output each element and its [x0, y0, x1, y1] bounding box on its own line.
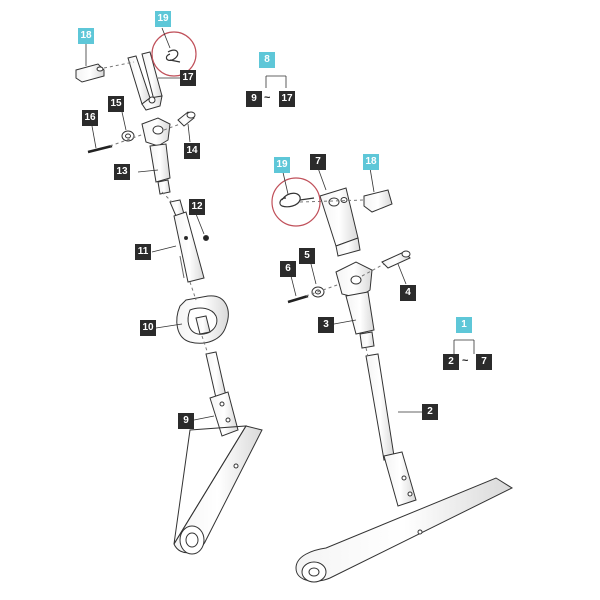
- group8-separator: ~: [264, 92, 271, 104]
- callout-18-right: 18: [363, 154, 379, 170]
- highlight-circle-right: [271, 177, 321, 227]
- yoke-right: [319, 187, 361, 257]
- pin-right: [381, 250, 411, 269]
- callout-5: 5: [299, 248, 315, 264]
- tube-right: [365, 353, 417, 507]
- callout-4: 4: [400, 285, 416, 301]
- callout-17: 17: [180, 70, 196, 86]
- highlight-circle-left: [151, 31, 197, 77]
- left-axis-lines: [103, 61, 209, 355]
- group1-separator: ~: [462, 355, 469, 367]
- callout-9: 9: [178, 413, 194, 429]
- callout-2: 2: [422, 404, 438, 420]
- callout-6: 6: [280, 261, 296, 277]
- lower-link-arm-left: [173, 425, 263, 555]
- fork-yoke-left: [127, 51, 163, 111]
- callout-11: 11: [135, 244, 151, 260]
- right-assembly: [279, 187, 514, 583]
- lower-tube-left: [205, 351, 239, 437]
- split-pin-left: [87, 144, 113, 154]
- callout-3: 3: [318, 317, 334, 333]
- handle-left: [176, 295, 229, 344]
- right-axis-lines: [299, 199, 385, 357]
- callout-13: 13: [114, 164, 130, 180]
- adjusting-head-right: [335, 261, 375, 349]
- callout-8: 8: [259, 52, 275, 68]
- left-assembly: [75, 49, 263, 555]
- callout-10: 10: [140, 320, 156, 336]
- callout-12: 12: [189, 199, 205, 215]
- grease-nipple-left: [203, 235, 209, 241]
- group8-to: 17: [279, 91, 295, 107]
- group1-to: 7: [476, 354, 492, 370]
- callout-16: 16: [82, 110, 98, 126]
- callout-1: 1: [456, 317, 472, 333]
- lower-link-arm-right: [295, 477, 514, 583]
- r-clip-left: [165, 49, 181, 63]
- callout-14: 14: [184, 143, 200, 159]
- callout-15: 15: [108, 96, 124, 112]
- clevis-pin-right: [363, 189, 393, 213]
- split-pin-right: [287, 294, 309, 304]
- threaded-tube-left: [169, 199, 205, 283]
- leader-lines: [85, 27, 475, 421]
- callout-19-left: 19: [155, 11, 171, 27]
- pin-left: [177, 111, 196, 127]
- clevis-pin-left: [75, 63, 105, 83]
- callout-18-left: 18: [78, 28, 94, 44]
- group1-from: 2: [443, 354, 459, 370]
- r-clip-right: [279, 192, 315, 208]
- callout-7: 7: [310, 154, 326, 170]
- callout-19-right: 19: [274, 157, 290, 173]
- group8-from: 9: [246, 91, 262, 107]
